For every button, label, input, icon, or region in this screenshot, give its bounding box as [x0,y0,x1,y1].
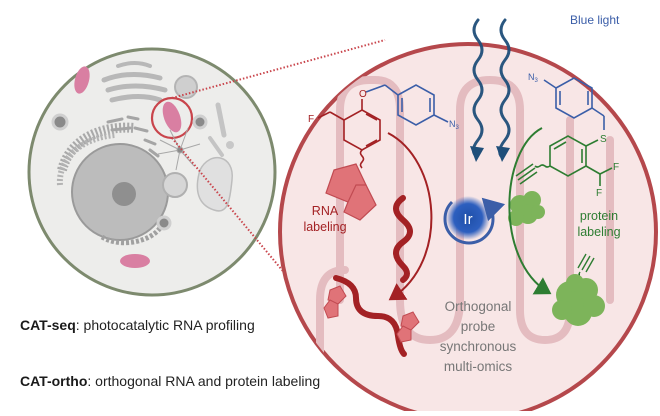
center-text-line2: probe [461,319,496,334]
center-text-line1: Orthogonal [445,299,512,314]
caption-cat-ortho: CAT-ortho: orthogonal RNA and protein la… [20,373,320,389]
center-text-line3: synchronous [440,339,517,354]
iridium-catalyst: Ir [443,196,506,245]
protein-labeling-label-line1: protein [580,209,618,223]
caption-cat-ortho-title: CAT-ortho [20,373,88,389]
rna-labeling-arrow [387,132,433,301]
caption-cat-ortho-text: : orthogonal RNA and protein labeling [87,373,321,389]
rna-strand [393,195,413,283]
rna-reactive-group [325,163,377,221]
blue-light-label: Blue light [570,13,620,27]
caption-cat-seq: CAT-seq: photocatalytic RNA profiling [20,317,255,333]
center-text-line4: multi-omics [444,359,513,374]
protein-labeled [552,253,605,326]
caption-cat-seq-text: : photocatalytic RNA profiling [75,317,255,333]
rna-labeling-label-line1: RNA [312,204,339,218]
vesicles [51,75,234,231]
mitochondrion-small [74,66,150,268]
protein-probe-structure: N3 S F F [515,72,619,199]
vacuole [196,156,233,212]
protein-unlabeled [508,191,545,226]
cristae [316,75,614,394]
sulfur-atom-label: S [600,134,607,145]
cytoskeleton-rod [215,102,227,138]
azide-label-right: N3 [528,72,539,84]
oxygen-atom-label: O [359,89,367,100]
caption-cat-seq-title: CAT-seq [20,317,76,333]
rna-probe-structure: N3 O F [308,84,460,221]
protein-labeling-arrow [508,127,552,295]
blue-light-waves [470,18,511,162]
endoplasmic-reticulum [106,115,160,158]
cell-illustration [27,47,277,297]
labeled-rna [323,275,420,357]
center-description: Orthogonal probe synchronous multi-omics [440,299,517,374]
golgi-apparatus [101,61,168,103]
azide-label-left: N3 [449,119,460,131]
fluorine-atom-label-1: F [613,162,619,173]
catalyst-label: Ir [463,211,472,228]
fluorine-atom-label-2: F [596,188,602,199]
protein-labeling-label-line2: labeling [577,225,620,239]
rna-labeling-label-line2: labeling [303,220,346,234]
fluorine-atom-label: F [308,114,314,125]
catalytic-cycle-arrow [443,197,506,245]
